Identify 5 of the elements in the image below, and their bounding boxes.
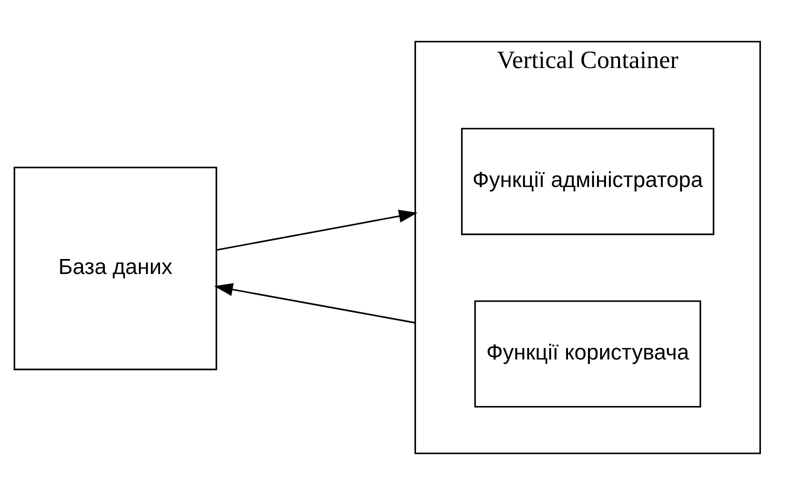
node-box: Функції користувача xyxy=(474,300,702,408)
arrow xyxy=(214,283,416,324)
arrow xyxy=(216,210,418,251)
node-box: База даних xyxy=(14,166,218,370)
node-box: Функції адміністратора xyxy=(461,128,714,236)
